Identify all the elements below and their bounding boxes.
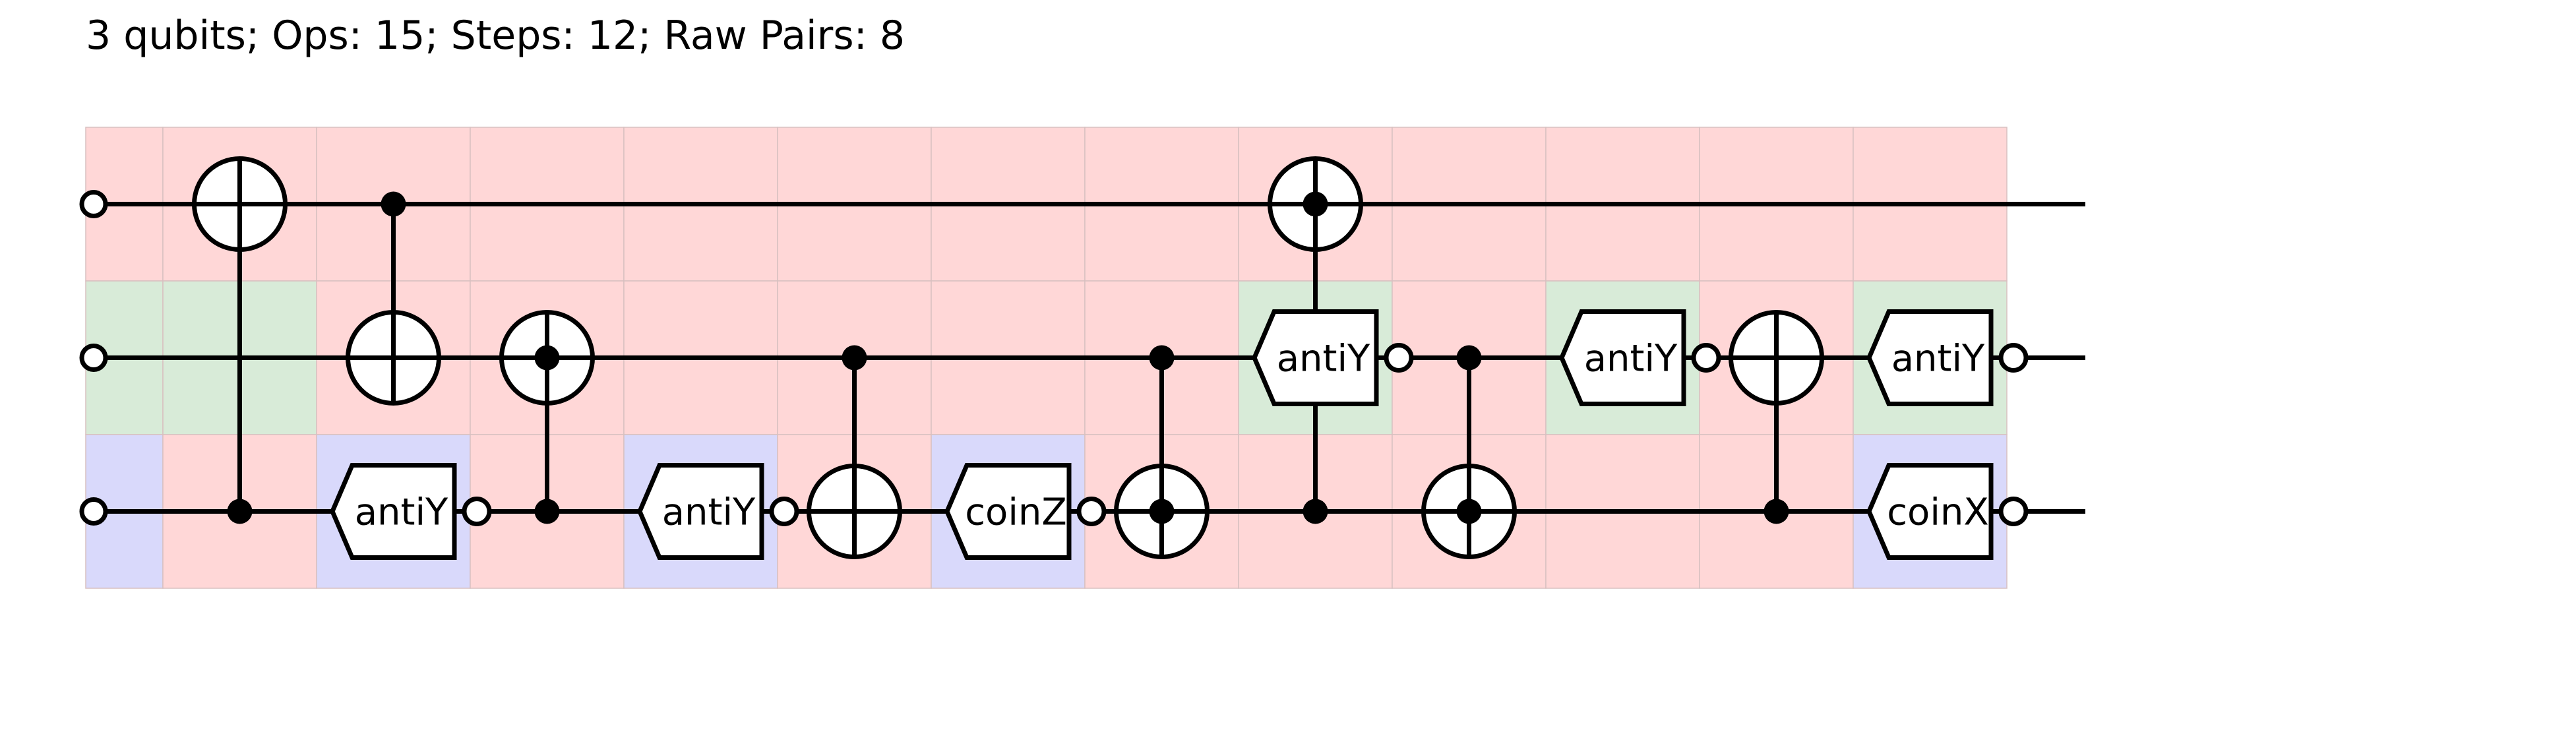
- control-dot-icon: [1763, 499, 1789, 524]
- gate-label: coinX: [1887, 491, 1988, 534]
- control-dot-icon: [1303, 499, 1328, 524]
- open-circle-icon: [769, 497, 799, 526]
- open-circle-icon: [1998, 343, 2029, 373]
- open-circle-icon: [1691, 343, 1721, 373]
- control-dot-icon: [534, 499, 560, 524]
- gate-label: antiY: [662, 491, 756, 534]
- open-circle-icon: [1998, 497, 2029, 526]
- control-dot-icon: [842, 345, 867, 371]
- open-circle-icon: [79, 190, 108, 218]
- target-control-dot-icon: [1149, 499, 1175, 524]
- gate-box: [330, 463, 457, 560]
- gate-label: coinZ: [965, 491, 1066, 534]
- gate-operations: antiY antiY coinZ antiY antiY antiY coinX: [79, 156, 2029, 560]
- control-dot-icon: [1456, 345, 1482, 371]
- control-dot-icon: [381, 191, 406, 217]
- target-control-dot-icon: [534, 345, 560, 371]
- gate-box: [1866, 309, 1994, 406]
- open-circle-icon: [462, 497, 492, 526]
- gate-label: antiY: [1277, 338, 1370, 381]
- open-circle-icon: [1384, 343, 1414, 373]
- control-dot-icon: [227, 499, 253, 524]
- control-dot-icon: [1149, 345, 1175, 371]
- gate-label: antiY: [1891, 338, 1985, 381]
- gate-label: antiY: [1584, 338, 1678, 381]
- gate-box: [944, 463, 1072, 560]
- gate-label: antiY: [355, 491, 448, 534]
- open-circle-icon: [1076, 497, 1107, 526]
- open-circle-icon: [79, 497, 108, 526]
- gate-box: [1866, 463, 1994, 560]
- open-circle-icon: [79, 344, 108, 372]
- circuit-summary: 3 qubits; Ops: 15; Steps: 12; Raw Pairs:…: [86, 13, 905, 59]
- target-control-dot-icon: [1303, 191, 1328, 217]
- gate-box: [637, 463, 764, 560]
- gate-box: [1252, 309, 1379, 406]
- gate-box: [1559, 309, 1686, 406]
- target-control-dot-icon: [1456, 499, 1482, 524]
